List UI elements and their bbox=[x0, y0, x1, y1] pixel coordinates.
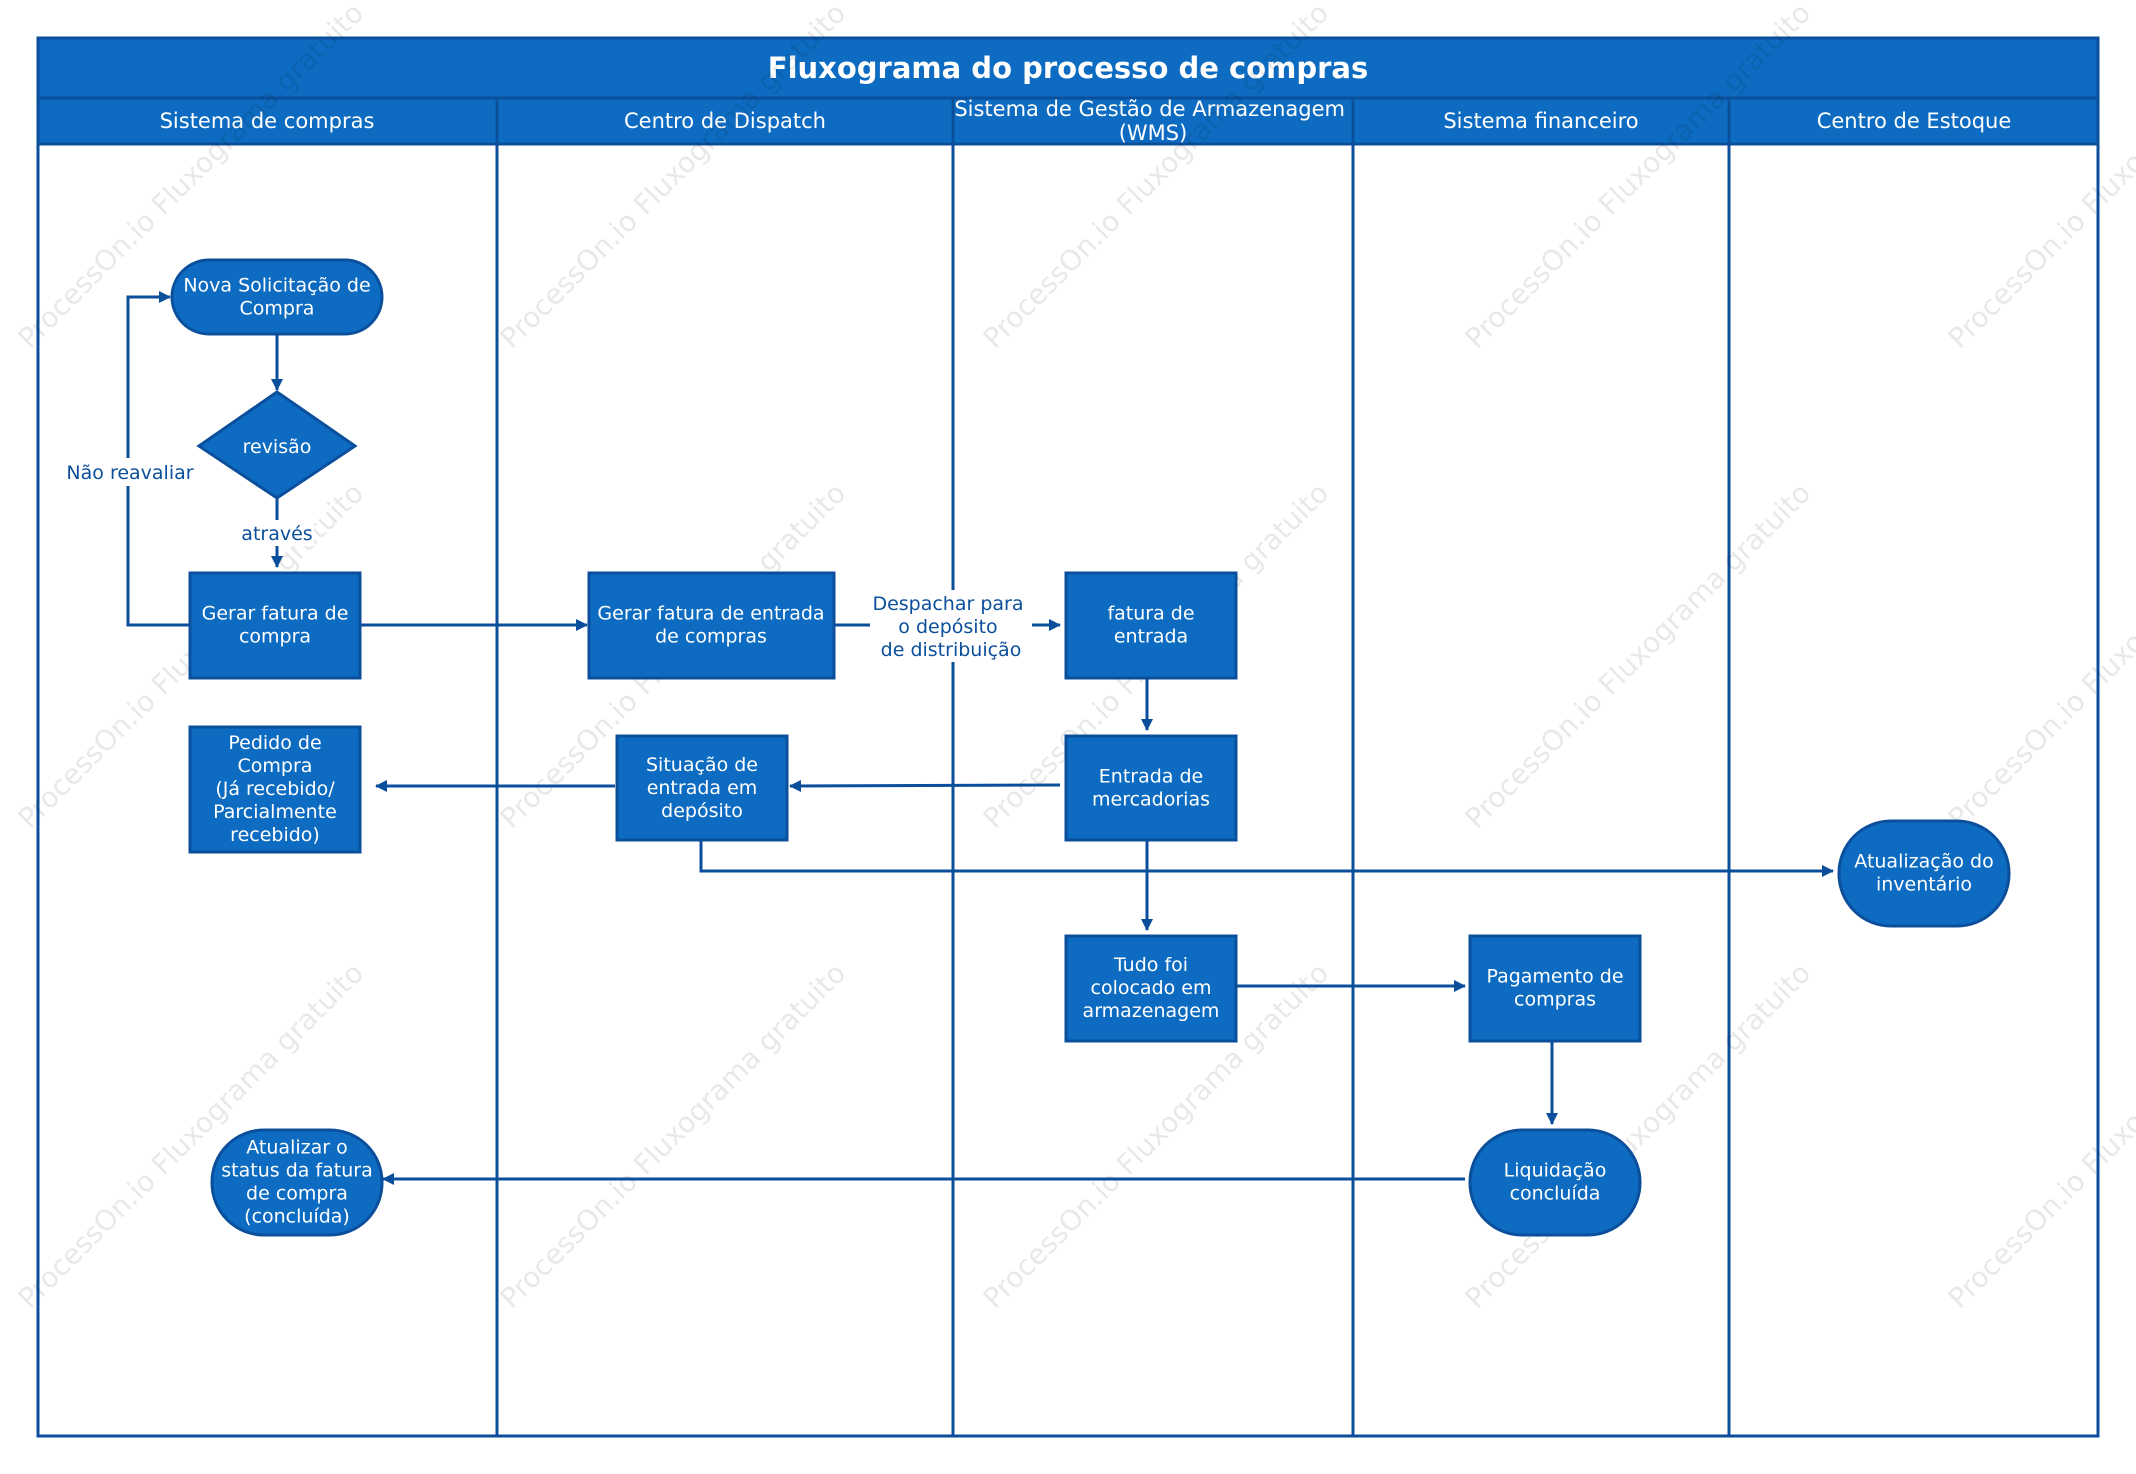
node-label-line: Situação de bbox=[646, 754, 758, 776]
node-label-line: Nova Solicitação de bbox=[183, 275, 370, 297]
node-label-line: entrada bbox=[1114, 626, 1188, 648]
node-label-line: concluída bbox=[1510, 1183, 1601, 1205]
node-label-line: Compra bbox=[238, 755, 313, 777]
node-tudo-armazenagem[interactable] bbox=[1064, 934, 1238, 1043]
lane-header-wms-line: (WMS) bbox=[1119, 121, 1188, 145]
edge-label-bg bbox=[240, 520, 314, 546]
node-situacao-entrada[interactable] bbox=[615, 734, 789, 842]
node-pagamento-compras[interactable] bbox=[1468, 934, 1642, 1043]
node-pedido-compra[interactable] bbox=[188, 725, 362, 854]
edge-label-despachar-line: o depósito bbox=[898, 616, 997, 638]
node-label-line: Gerar fatura de entrada bbox=[597, 603, 824, 625]
edge-label-atraves: através bbox=[241, 523, 312, 545]
node-label-line: armazenagem bbox=[1083, 1000, 1220, 1022]
lane-header-bar bbox=[36, 96, 2100, 146]
watermark-text: ProcessOn.io Fluxograma gratuito bbox=[1942, 956, 2136, 1315]
node-label-line: Gerar fatura de bbox=[202, 603, 349, 625]
watermark-text: ProcessOn.io Fluxograma gratuito bbox=[494, 956, 853, 1315]
watermark-text: ProcessOn.io Fluxograma gratuito bbox=[1942, 476, 2136, 835]
edge-label-despachar: Despachar para o depósito de distribuiçã… bbox=[872, 593, 1029, 661]
edge-label-despachar-line: Despachar para bbox=[872, 593, 1023, 615]
node-atualizar-status[interactable] bbox=[210, 1128, 384, 1237]
lane-header-wms-line: Sistema de Gestão de Armazenagem bbox=[954, 97, 1345, 121]
node-label-line: Parcialmente bbox=[213, 801, 337, 823]
node-gerar-fatura-compra[interactable] bbox=[188, 571, 362, 680]
node-entrada-mercadorias[interactable] bbox=[1064, 734, 1238, 842]
lane-header-wms: Sistema de Gestão de Armazenagem (WMS) bbox=[954, 97, 1351, 145]
node-label-line: (concluída) bbox=[244, 1206, 350, 1228]
node-label-line: Tudo foi bbox=[1113, 954, 1188, 976]
diagram-title: Fluxograma do processo de compras bbox=[768, 51, 1368, 85]
node-label-line: entrada em bbox=[647, 777, 758, 799]
node-label-line: depósito bbox=[661, 800, 743, 822]
node-nova-solicitacao[interactable] bbox=[170, 258, 384, 336]
edge-situacao-to-inventario bbox=[699, 840, 1834, 877]
node-label-line: compra bbox=[239, 626, 311, 648]
node-liquidacao-concluida[interactable] bbox=[1468, 1128, 1642, 1237]
edge-label-despachar-line: de distribuição bbox=[881, 639, 1022, 661]
node-label-line: Atualização do bbox=[1854, 851, 1993, 873]
node-label-line: Entrada de bbox=[1099, 766, 1203, 788]
node-fatura-entrada[interactable] bbox=[1064, 571, 1238, 680]
node-label-line: Liquidação bbox=[1504, 1160, 1607, 1182]
node-label-line: fatura de bbox=[1107, 603, 1194, 625]
edge-entrada-to-situacao bbox=[789, 779, 1061, 792]
lane-header-purchasing: Sistema de compras bbox=[160, 109, 375, 133]
node-revisao[interactable] bbox=[196, 390, 358, 500]
title-bar bbox=[36, 36, 2100, 100]
node-label-line: de compras bbox=[655, 626, 767, 648]
node-label-line: status da fatura bbox=[221, 1160, 372, 1182]
watermark-text: ProcessOn.io Fluxograma gratuito bbox=[1459, 476, 1818, 835]
edge-label-bg bbox=[870, 590, 1032, 662]
node-label-line: mercadorias bbox=[1092, 789, 1210, 811]
pool-body bbox=[36, 142, 2100, 1438]
node-revisao-label: revisão bbox=[243, 436, 312, 458]
lane-dividers bbox=[495, 98, 1731, 1436]
lane-header-dispatch: Centro de Dispatch bbox=[624, 109, 826, 133]
node-label-line: Atualizar o bbox=[246, 1137, 347, 1159]
node-label-line: Pedido de bbox=[228, 732, 321, 754]
node-gerar-fatura-entrada[interactable] bbox=[587, 571, 836, 680]
node-label-line: colocado em bbox=[1091, 977, 1212, 999]
node-label-line: de compra bbox=[246, 1183, 348, 1205]
lane-header-stock: Centro de Estoque bbox=[1817, 109, 2012, 133]
node-label-line: Pagamento de bbox=[1486, 966, 1623, 988]
edge-label-nao-reavaliar: Não reavaliar bbox=[66, 462, 193, 484]
node-label-line: recebido) bbox=[230, 824, 320, 846]
connectors bbox=[126, 291, 1834, 1185]
node-label-line: (Já recebido/ bbox=[215, 778, 335, 800]
edge-label-bg bbox=[68, 458, 192, 486]
node-label-line: Compra bbox=[240, 298, 315, 320]
node-label-line: compras bbox=[1514, 989, 1596, 1011]
node-label-line: inventário bbox=[1876, 874, 1972, 896]
lane-header-finance: Sistema financeiro bbox=[1443, 109, 1638, 133]
node-atualizacao-inventario[interactable] bbox=[1837, 819, 2011, 928]
edge-labels: Não reavaliar através Despachar para o d… bbox=[66, 458, 1032, 662]
